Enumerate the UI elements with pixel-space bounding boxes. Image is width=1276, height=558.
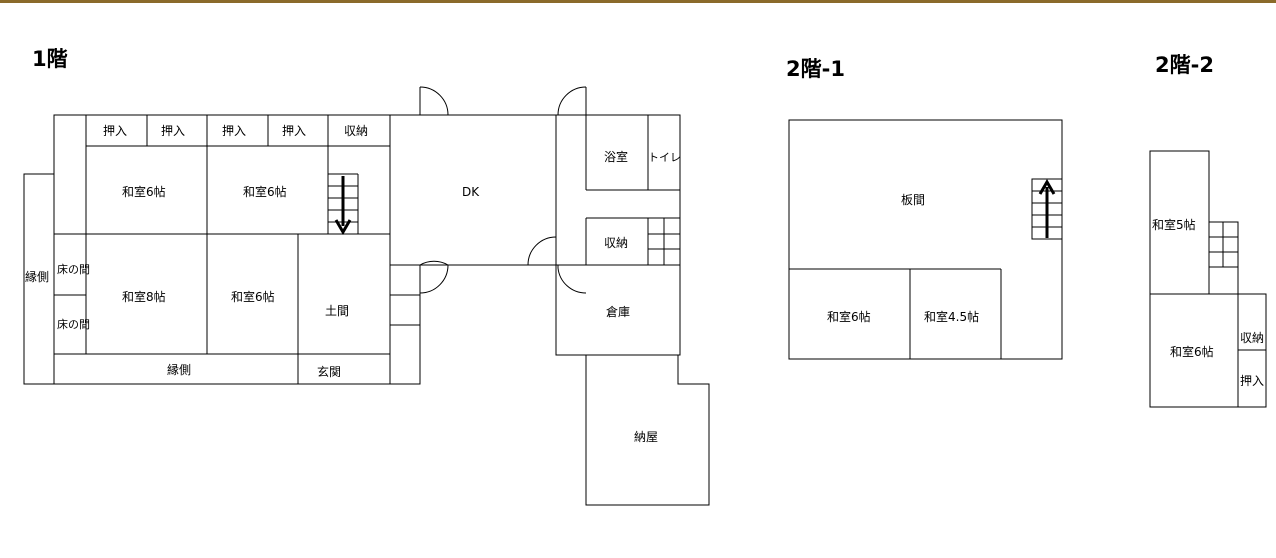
room-naya [585, 354, 710, 506]
label-washitsu45: 和室4.5帖 [924, 309, 979, 324]
door-icon [557, 264, 587, 294]
arrow-up-icon [1038, 179, 1056, 195]
top-border-line [0, 0, 1276, 3]
door-icon [419, 260, 449, 294]
label-doma: 土間 [325, 304, 349, 318]
label-oshiire: 押入 [161, 124, 185, 138]
label-washitsu6: 和室6帖 [1170, 344, 1214, 359]
label-yokushitsu: 浴室 [604, 149, 628, 164]
title-floor2-2: 2階-2 [1155, 53, 1214, 77]
label-shuno: 収納 [604, 236, 628, 250]
label-genkan: 玄関 [317, 364, 341, 379]
stairs-floor1 [328, 173, 359, 235]
floor2-2-plan: 和室5帖 和室6帖 収納 押入 [1149, 150, 1267, 408]
stairs-floor2-1 [1031, 178, 1063, 240]
floor2-1-plan: 板間 和室6帖 和室4.5帖 [788, 119, 1063, 360]
label-oshiire: 押入 [103, 124, 127, 138]
label-tokonoma: 床の間 [57, 317, 90, 331]
label-dk: DK [462, 185, 480, 199]
room-washitsu5 [1149, 150, 1210, 295]
room-itama [788, 119, 1063, 360]
floor1-plan: 押入 押入 押入 押入 収納 和室6帖 和室6帖 DK 縁側 床の間 床の間 和… [23, 86, 710, 506]
label-naya: 納屋 [634, 430, 658, 444]
label-engawa: 縁側 [167, 362, 191, 377]
label-oshiire: 押入 [1240, 374, 1264, 388]
floor1-main-block [53, 114, 391, 385]
label-engawa: 縁側 [25, 269, 49, 284]
title-floor2-1: 2階-1 [786, 57, 845, 81]
door-icon [557, 86, 587, 116]
label-washitsu6: 和室6帖 [122, 184, 166, 199]
label-washitsu6: 和室6帖 [827, 309, 871, 324]
label-toilet: トイレ [648, 151, 681, 164]
label-washitsu8: 和室8帖 [122, 289, 166, 304]
arrow-down-icon [334, 219, 352, 235]
label-tokonoma: 床の間 [57, 262, 90, 276]
label-souko: 倉庫 [606, 304, 630, 319]
label-washitsu5: 和室5帖 [1152, 217, 1196, 232]
title-floor1: 1階 [32, 47, 68, 71]
label-oshiire: 押入 [222, 124, 246, 138]
label-shuno: 収納 [1240, 331, 1264, 345]
room-engawa-west [23, 173, 55, 385]
door-icon [419, 86, 449, 116]
label-washitsu6: 和室6帖 [243, 184, 287, 199]
label-itama: 板間 [901, 193, 925, 207]
stairs-floor2-2 [1208, 221, 1239, 295]
label-oshiire: 押入 [282, 124, 306, 138]
room-dk [389, 114, 557, 266]
label-washitsu6: 和室6帖 [231, 289, 275, 304]
label-shuno: 収納 [344, 124, 368, 138]
door-icon [527, 236, 557, 266]
